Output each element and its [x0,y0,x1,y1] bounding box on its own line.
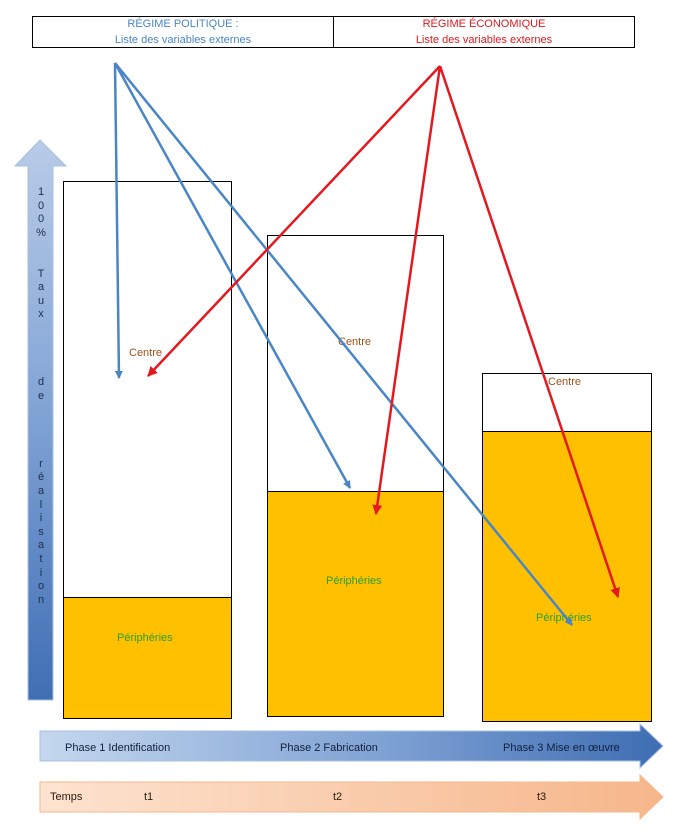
axis-char [34,417,48,431]
axis-char: u [37,294,45,307]
axis-char: i [39,566,43,579]
axis-char [34,404,48,418]
axis-char: a [37,539,45,552]
axis-char [34,240,48,254]
column-phase-3 [482,373,652,722]
economic-regime-subtitle: Liste des variables externes [415,34,553,46]
axis-char: d [37,376,45,389]
time-tick-t3: t3 [537,791,547,803]
axis-char: 0 [37,199,45,212]
economic-regime-cell: RÉGIME ÉCONOMIQUE Liste des variables ex… [333,17,634,47]
axis-char: o [37,580,45,593]
centre-label-1: Centre [129,347,163,359]
phase-2-label: Phase 2 Fabrication [280,742,378,754]
axis-char: i [39,512,43,525]
axis-char [34,336,48,350]
economic-regime-title: RÉGIME ÉCONOMIQUE [422,18,546,30]
centre-label-2: Centre [338,336,372,348]
axis-char [34,322,48,336]
axis-char [34,254,48,268]
time-tick-t2: t2 [333,791,343,803]
axis-char [34,349,48,363]
peripheries-fill-1 [64,596,231,718]
axis-char: 0 [37,213,45,226]
peripheries-fill-3 [483,430,651,721]
regime-header-table: RÉGIME POLITIQUE : Liste des variables e… [32,16,635,48]
axis-char: l [39,498,43,511]
peripheries-label-3: Périphéries [536,612,592,624]
axis-char [34,444,48,458]
completion-axis-arrow [13,139,68,701]
axis-char: 1 [37,186,45,198]
peripheries-fill-2 [268,490,443,716]
axis-char: x [38,308,44,321]
centre-label-3: Centre [548,376,582,388]
time-label: Temps [50,791,83,803]
axis-char: e [37,389,45,402]
phase-1-label: Phase 1 Identification [65,742,171,754]
axis-char: r [39,457,43,470]
political-regime-cell: RÉGIME POLITIQUE : Liste des variables e… [33,17,333,47]
time-tick-t1: t1 [144,791,154,803]
axis-char [34,363,48,377]
time-arrow [39,773,664,821]
axis-char: é [37,471,45,484]
axis-char: a [37,485,45,498]
phase-3-label: Phase 3 Mise en œuvre [503,742,620,754]
axis-char: n [37,593,45,606]
political-regime-subtitle: Liste des variables externes [114,34,252,46]
phase-arrow [39,722,664,770]
axis-char: T [37,267,45,280]
column-phase-2 [267,235,444,717]
axis-char: % [36,226,46,239]
peripheries-label-2: Périphéries [326,575,382,587]
axis-char: a [37,281,45,294]
axis-char: s [38,525,44,538]
axis-char [34,431,48,445]
axis-char: t [39,553,43,566]
political-regime-title: RÉGIME POLITIQUE : [127,18,239,30]
peripheries-label-1: Périphéries [117,632,173,644]
